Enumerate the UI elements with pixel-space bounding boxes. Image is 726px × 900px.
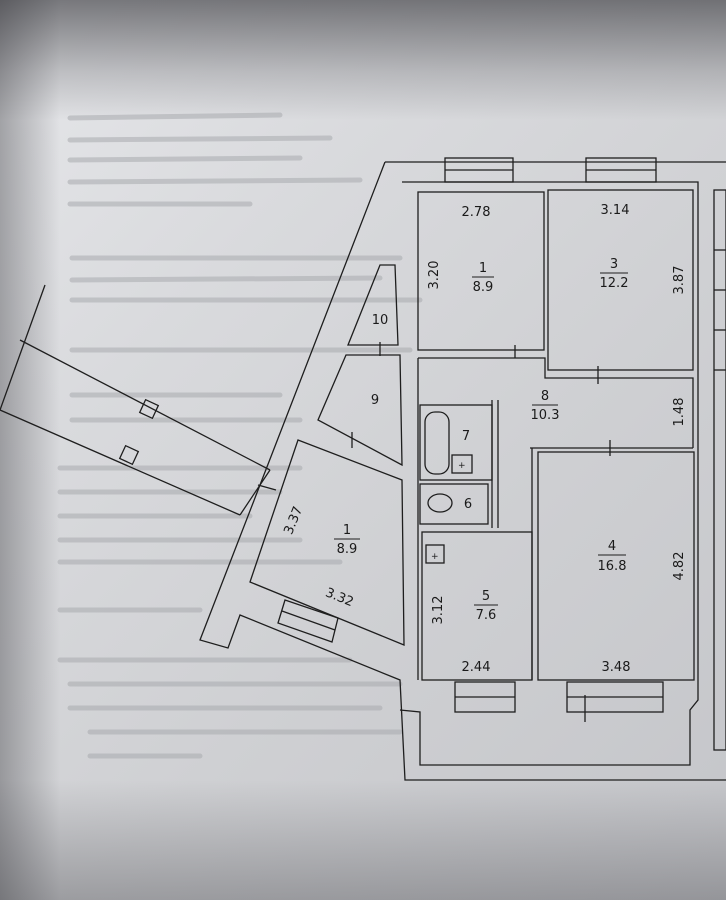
dim-room5-height: 3.12 (431, 596, 446, 625)
room-9-number: 9 (371, 393, 379, 408)
room-1-area: 8.9 (337, 542, 358, 557)
plus-sign-icon: + (431, 552, 439, 562)
dim-room2-width: 2.78 (462, 205, 491, 220)
room-2-area: 8.9 (473, 280, 494, 295)
dim-room1-height: 3.37 (281, 504, 306, 536)
plus-sign-icon: + (458, 461, 466, 471)
dim-room4-height: 4.82 (672, 552, 687, 581)
room-5-number: 5 (482, 589, 490, 604)
room-3-number: 3 (610, 257, 618, 272)
room-1-number: 1 (343, 523, 351, 538)
room-8-number: 8 (541, 389, 549, 404)
room-6-number: 6 (464, 497, 472, 512)
dim-room4-width: 3.48 (602, 660, 631, 675)
faded-text-lines (57, 112, 423, 759)
room-10-number: 10 (372, 313, 389, 328)
room-8-area: 10.3 (531, 408, 560, 423)
room-3-area: 12.2 (600, 276, 629, 291)
room-4-area: 16.8 (598, 559, 627, 574)
room-4-number: 4 (608, 539, 616, 554)
room-5-area: 7.6 (476, 608, 497, 623)
walls (0, 157, 726, 781)
dim-room1-width: 3.32 (323, 585, 355, 610)
room-7-number: 7 (462, 429, 470, 444)
dim-room2-height: 3.20 (427, 261, 442, 290)
room-2-number: 1 (479, 261, 487, 276)
dim-room3-height: 3.87 (672, 266, 687, 295)
fixture-symbols: + + (431, 461, 466, 562)
dim-room3-width: 3.14 (601, 203, 630, 218)
dim-room5-width: 2.44 (462, 660, 491, 675)
dim-room8-height: 1.48 (672, 398, 687, 427)
room-labels: 1 8.9 3 12.2 8 10.3 4 16.8 5 7.6 7 6 9 1… (334, 257, 628, 623)
door-marks (257, 342, 611, 722)
